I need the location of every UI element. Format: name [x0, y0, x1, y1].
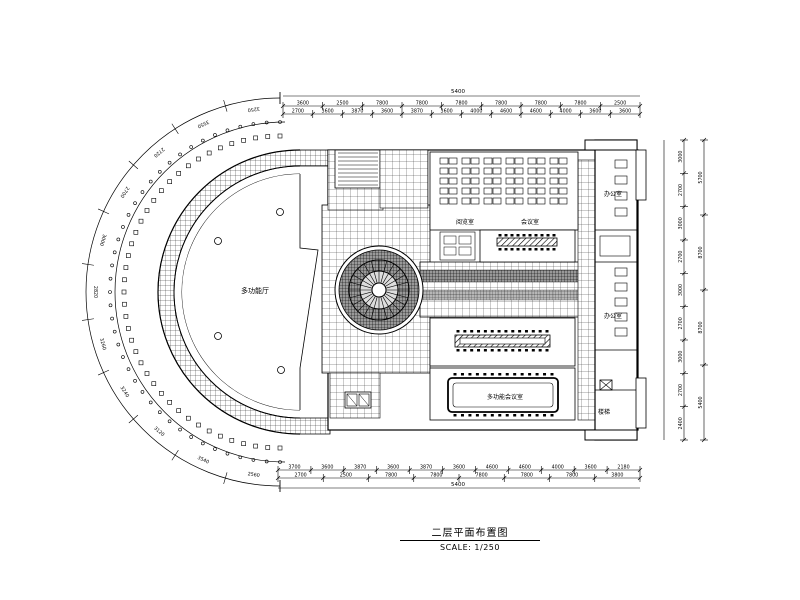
- bottom-dim-label: 7800: [430, 473, 442, 479]
- top-dim-label: 3600: [441, 109, 453, 115]
- auditorium-floor: 多功能厅: [182, 174, 319, 410]
- bottom-dim-label: 3600: [585, 465, 597, 471]
- arc-dim-label: 3550: [196, 118, 210, 129]
- service-core: [334, 149, 429, 409]
- arc-dim-label: 3000: [98, 233, 107, 246]
- top-dim-label: 3600: [297, 101, 309, 107]
- right-dim-label: 3000: [678, 351, 684, 363]
- arc-dim-label: 2560: [247, 471, 260, 479]
- overall-dim-bottom: 5400: [451, 482, 465, 488]
- office-b-label: 办公室: [604, 312, 622, 320]
- classroom-label: 阅览室: [456, 218, 474, 226]
- top-dim-label: 7800: [376, 101, 388, 107]
- top-dim-label: 4000: [560, 109, 572, 115]
- right-dim-label: 5700: [698, 171, 704, 183]
- top-dim-label: 2500: [614, 101, 626, 107]
- arc-dim-label: 3120: [152, 426, 165, 439]
- top-dim-label: 3600: [589, 109, 601, 115]
- arc-dim-label: 3240: [119, 385, 131, 399]
- bottom-dim-label: 4000: [552, 465, 564, 471]
- rotunda: [334, 245, 424, 335]
- auditorium-label: 多功能厅: [241, 286, 269, 295]
- bottom-dim-label: 4600: [519, 465, 531, 471]
- bottom-dim-label: 4600: [486, 465, 498, 471]
- bottom-dim-label: 2700: [295, 473, 307, 479]
- top-dim-label: 7800: [574, 101, 586, 107]
- top-dim-label: 7800: [416, 101, 428, 107]
- arc-dim-label: 2820: [92, 286, 98, 298]
- bottom-dim-label: 3600: [321, 465, 333, 471]
- bottom-dim-label: 7800: [476, 473, 488, 479]
- bottom-dim-label: 3700: [288, 465, 300, 471]
- top-dim-label: 7800: [535, 101, 547, 107]
- top-dim-label: 7800: [495, 101, 507, 107]
- bottom-dim-label: 3600: [387, 465, 399, 471]
- right-dim-label: 8700: [698, 246, 704, 258]
- arc-columns: [108, 120, 283, 464]
- arc-dim-label: 3540: [196, 455, 210, 466]
- top-dim-label: 3870: [411, 109, 423, 115]
- right-dim-label: 3000: [678, 151, 684, 163]
- right-wing: 办公室 办公室 楼梯: [584, 139, 647, 441]
- meeting-large-label: 多功能会议室: [487, 393, 523, 401]
- office-a-label: 办公室: [604, 190, 622, 198]
- bottom-dim-label: 3870: [354, 465, 366, 471]
- top-dim-label: 7800: [455, 101, 467, 107]
- top-dim-label: 4600: [500, 109, 512, 115]
- reading-room: 阅览室 会议室: [429, 151, 579, 231]
- bottom-dim-label: 3800: [611, 473, 623, 479]
- arc-dim-label: 2700: [119, 185, 131, 199]
- top-dim-label: 3870: [351, 109, 363, 115]
- meeting-room-lower: [429, 317, 576, 367]
- right-dim-label: 2700: [678, 251, 684, 263]
- drawing-title: 二层平面布置图: [400, 524, 540, 541]
- overall-dim-top: 5400: [451, 89, 465, 95]
- bottom-dim-label: 2500: [340, 473, 352, 479]
- meeting-room-large: 多功能会议室: [429, 367, 576, 421]
- arc-dim-label: 2720: [152, 146, 165, 159]
- bottom-dim-label: 7800: [521, 473, 533, 479]
- bottom-dim-label: 7800: [566, 473, 578, 479]
- top-dim-label: 4600: [530, 109, 542, 115]
- right-dim-label: 2700: [678, 384, 684, 396]
- right-dim-label: 8700: [698, 321, 704, 333]
- arc-dim-label: 3250: [247, 105, 260, 113]
- meeting-room-upper: [439, 229, 576, 263]
- arc-dim-label: 3260: [98, 337, 107, 350]
- top-dim-label: 3600: [381, 109, 393, 115]
- right-dim-label: 3000: [678, 217, 684, 229]
- right-dimensions: [663, 140, 705, 440]
- bottom-dim-label: 2180: [617, 465, 629, 471]
- drawing-scale: SCALE: 1/250: [440, 543, 500, 552]
- meeting-small-label: 会议室: [521, 218, 539, 226]
- bottom-dim-label: 3870: [420, 465, 432, 471]
- top-dim-label: 2700: [292, 109, 304, 115]
- top-dim-label: 4000: [470, 109, 482, 115]
- right-dim-label: 5400: [698, 396, 704, 408]
- bottom-dim-label: 7800: [385, 473, 397, 479]
- stair-label: 楼梯: [598, 408, 610, 416]
- arc-ticks: [81, 92, 281, 492]
- drawing-caption: 二层平面布置图 SCALE: 1/250: [400, 524, 540, 552]
- right-dim-label: 2400: [678, 417, 684, 429]
- top-dim-label: 2500: [336, 101, 348, 107]
- right-dim-label: 2700: [678, 184, 684, 196]
- right-dim-label: 2700: [678, 317, 684, 329]
- top-dim-label: 3600: [322, 109, 334, 115]
- bottom-dim-label: 3600: [453, 465, 465, 471]
- right-dim-label: 3000: [678, 284, 684, 296]
- top-dim-label: 3600: [619, 109, 631, 115]
